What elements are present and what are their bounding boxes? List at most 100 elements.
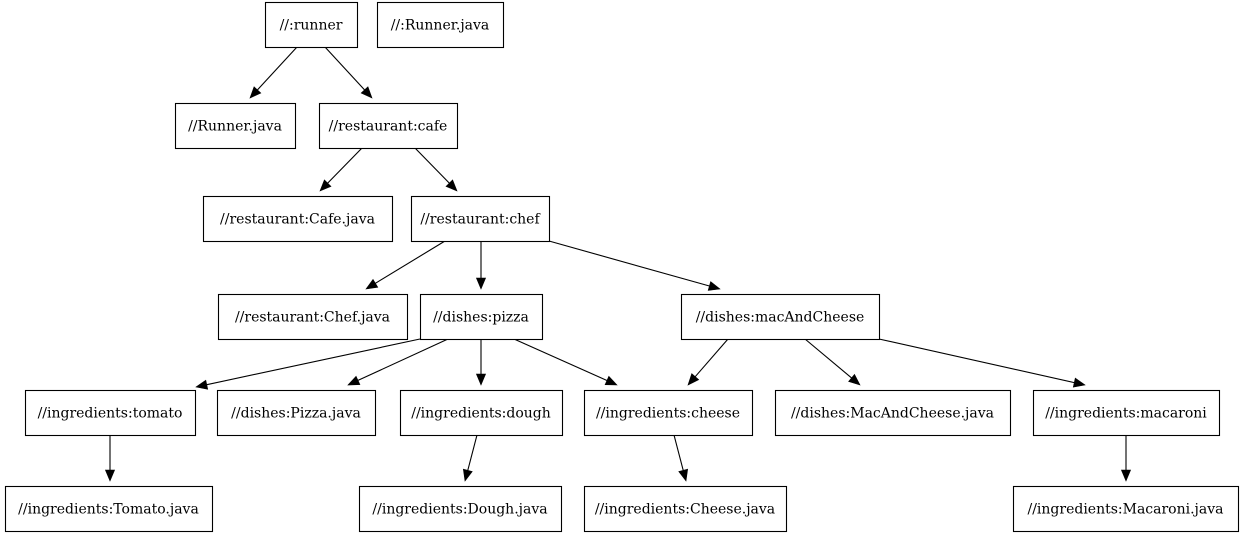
graph-node-runner[interactable]: //:runner <box>264 1 359 49</box>
graph-node-ing_cheese[interactable]: //ingredients:cheese <box>583 389 754 437</box>
edge-line <box>673 434 684 471</box>
node-box[interactable] <box>376 1 505 49</box>
edge-line <box>414 147 450 184</box>
edge-arrowhead <box>707 281 721 291</box>
node-label: //Runner.java <box>188 119 282 135</box>
node-label: //restaurant:Chef.java <box>235 310 390 326</box>
graph-edge <box>195 338 421 390</box>
edge-arrowhead <box>365 278 379 290</box>
node-label: //ingredients:dough <box>411 406 551 422</box>
node-box[interactable] <box>583 485 788 533</box>
node-label: //restaurant:Cafe.java <box>220 212 375 228</box>
graph-node-ing_macaroni_java[interactable]: //ingredients:Macaroni.java <box>1012 485 1240 533</box>
edge-line <box>257 46 298 91</box>
edge-arrowhead <box>604 375 618 386</box>
graph-node-runner_java_root[interactable]: //:Runner.java <box>376 1 505 49</box>
node-label: //ingredients:Dough.java <box>372 502 547 518</box>
edge-arrowhead <box>475 277 487 290</box>
graph-edge <box>687 338 729 386</box>
graph-edge <box>365 240 446 290</box>
node-label: //:Runner.java <box>391 18 490 34</box>
edge-line <box>548 240 710 287</box>
node-label: //ingredients:Tomato.java <box>18 502 199 518</box>
edge-line <box>327 147 363 184</box>
node-label: //dishes:macAndCheese <box>696 310 865 326</box>
node-label: //ingredients:Cheese.java <box>595 502 775 518</box>
nodes-layer: //:runner //:Runner.java //Runner.java //re… <box>4 1 1240 533</box>
edge-line <box>513 338 608 382</box>
node-label: //restaurant:chef <box>420 212 541 228</box>
graph-edge <box>804 338 861 386</box>
graph-node-ing_tomato[interactable]: //ingredients:tomato <box>24 389 197 437</box>
node-box[interactable] <box>419 293 544 341</box>
node-box[interactable] <box>202 195 394 243</box>
graph-edge <box>249 46 298 99</box>
graph-node-ing_dough_java[interactable]: //ingredients:Dough.java <box>358 485 563 533</box>
edge-arrowhead <box>249 86 262 99</box>
graph-node-ing_tomato_java[interactable]: //ingredients:Tomato.java <box>4 485 214 533</box>
graph-edge <box>1120 435 1132 482</box>
node-box[interactable] <box>318 102 459 150</box>
edge-line <box>878 338 1075 384</box>
node-box[interactable] <box>217 293 409 341</box>
edge-arrowhead <box>462 468 473 482</box>
edge-line <box>357 338 449 381</box>
node-box[interactable] <box>264 1 359 49</box>
graph-node-restaurant_cafe[interactable]: //restaurant:cafe <box>318 102 459 150</box>
node-box[interactable] <box>358 485 563 533</box>
edge-arrowhead <box>678 468 689 482</box>
edge-arrowhead <box>848 373 861 386</box>
graph-edge <box>324 46 373 99</box>
edge-arrowhead <box>195 379 209 390</box>
edge-arrowhead <box>1072 377 1086 388</box>
graph-node-restaurant_chef[interactable]: //restaurant:chef <box>410 195 551 243</box>
graph-edge <box>319 147 363 192</box>
graph-edge <box>104 435 116 482</box>
graph-node-ing_cheese_java[interactable]: //ingredients:Cheese.java <box>583 485 788 533</box>
node-label: //restaurant:cafe <box>329 119 448 135</box>
edge-line <box>694 338 729 378</box>
node-label: //ingredients:Macaroni.java <box>1027 502 1223 518</box>
node-label: //dishes:pizza <box>433 310 529 326</box>
edge-line <box>467 434 478 471</box>
graph-edge <box>414 147 458 192</box>
node-label: //:runner <box>280 18 343 34</box>
graph-node-dishes_pizza_java[interactable]: //dishes:Pizza.java <box>216 389 377 437</box>
edge-arrowhead <box>347 375 361 386</box>
node-box[interactable] <box>1012 485 1240 533</box>
graph-node-restaurant_cafe_java[interactable]: //restaurant:Cafe.java <box>202 195 394 243</box>
graph-node-dishes_pizza[interactable]: //dishes:pizza <box>419 293 544 341</box>
node-box[interactable] <box>583 389 754 437</box>
node-label: //dishes:Pizza.java <box>231 406 361 422</box>
graph-edge <box>347 338 449 386</box>
edge-arrowhead <box>360 86 373 99</box>
graph-edge <box>673 434 689 482</box>
graph-node-restaurant_chef_java[interactable]: //restaurant:Chef.java <box>217 293 409 341</box>
node-box[interactable] <box>216 389 377 437</box>
graph-node-dishes_mac[interactable]: //dishes:macAndCheese <box>680 293 881 341</box>
node-box[interactable] <box>1032 389 1221 437</box>
edge-line <box>206 338 421 386</box>
graph-node-runner_java[interactable]: //Runner.java <box>174 102 297 150</box>
node-box[interactable] <box>680 293 881 341</box>
edge-arrowhead <box>104 469 116 482</box>
node-label: //ingredients:tomato <box>38 406 183 422</box>
graph-node-dishes_mac_java[interactable]: //dishes:MacAndCheese.java <box>774 389 1012 437</box>
graph-node-ing_macaroni[interactable]: //ingredients:macaroni <box>1032 389 1221 437</box>
node-label: //ingredients:cheese <box>596 406 740 422</box>
graph-node-ing_dough[interactable]: //ingredients:dough <box>399 389 564 437</box>
node-box[interactable] <box>774 389 1012 437</box>
edge-line <box>375 240 446 284</box>
edge-arrowhead <box>1120 469 1132 482</box>
node-box[interactable] <box>24 389 197 437</box>
graph-edge <box>513 338 618 386</box>
node-box[interactable] <box>410 195 551 243</box>
edge-line <box>804 338 852 379</box>
graph-edge <box>462 434 478 482</box>
node-box[interactable] <box>4 485 214 533</box>
edge-arrowhead <box>319 179 332 192</box>
node-box[interactable] <box>399 389 564 437</box>
graph-edge <box>475 339 487 386</box>
node-box[interactable] <box>174 102 297 150</box>
